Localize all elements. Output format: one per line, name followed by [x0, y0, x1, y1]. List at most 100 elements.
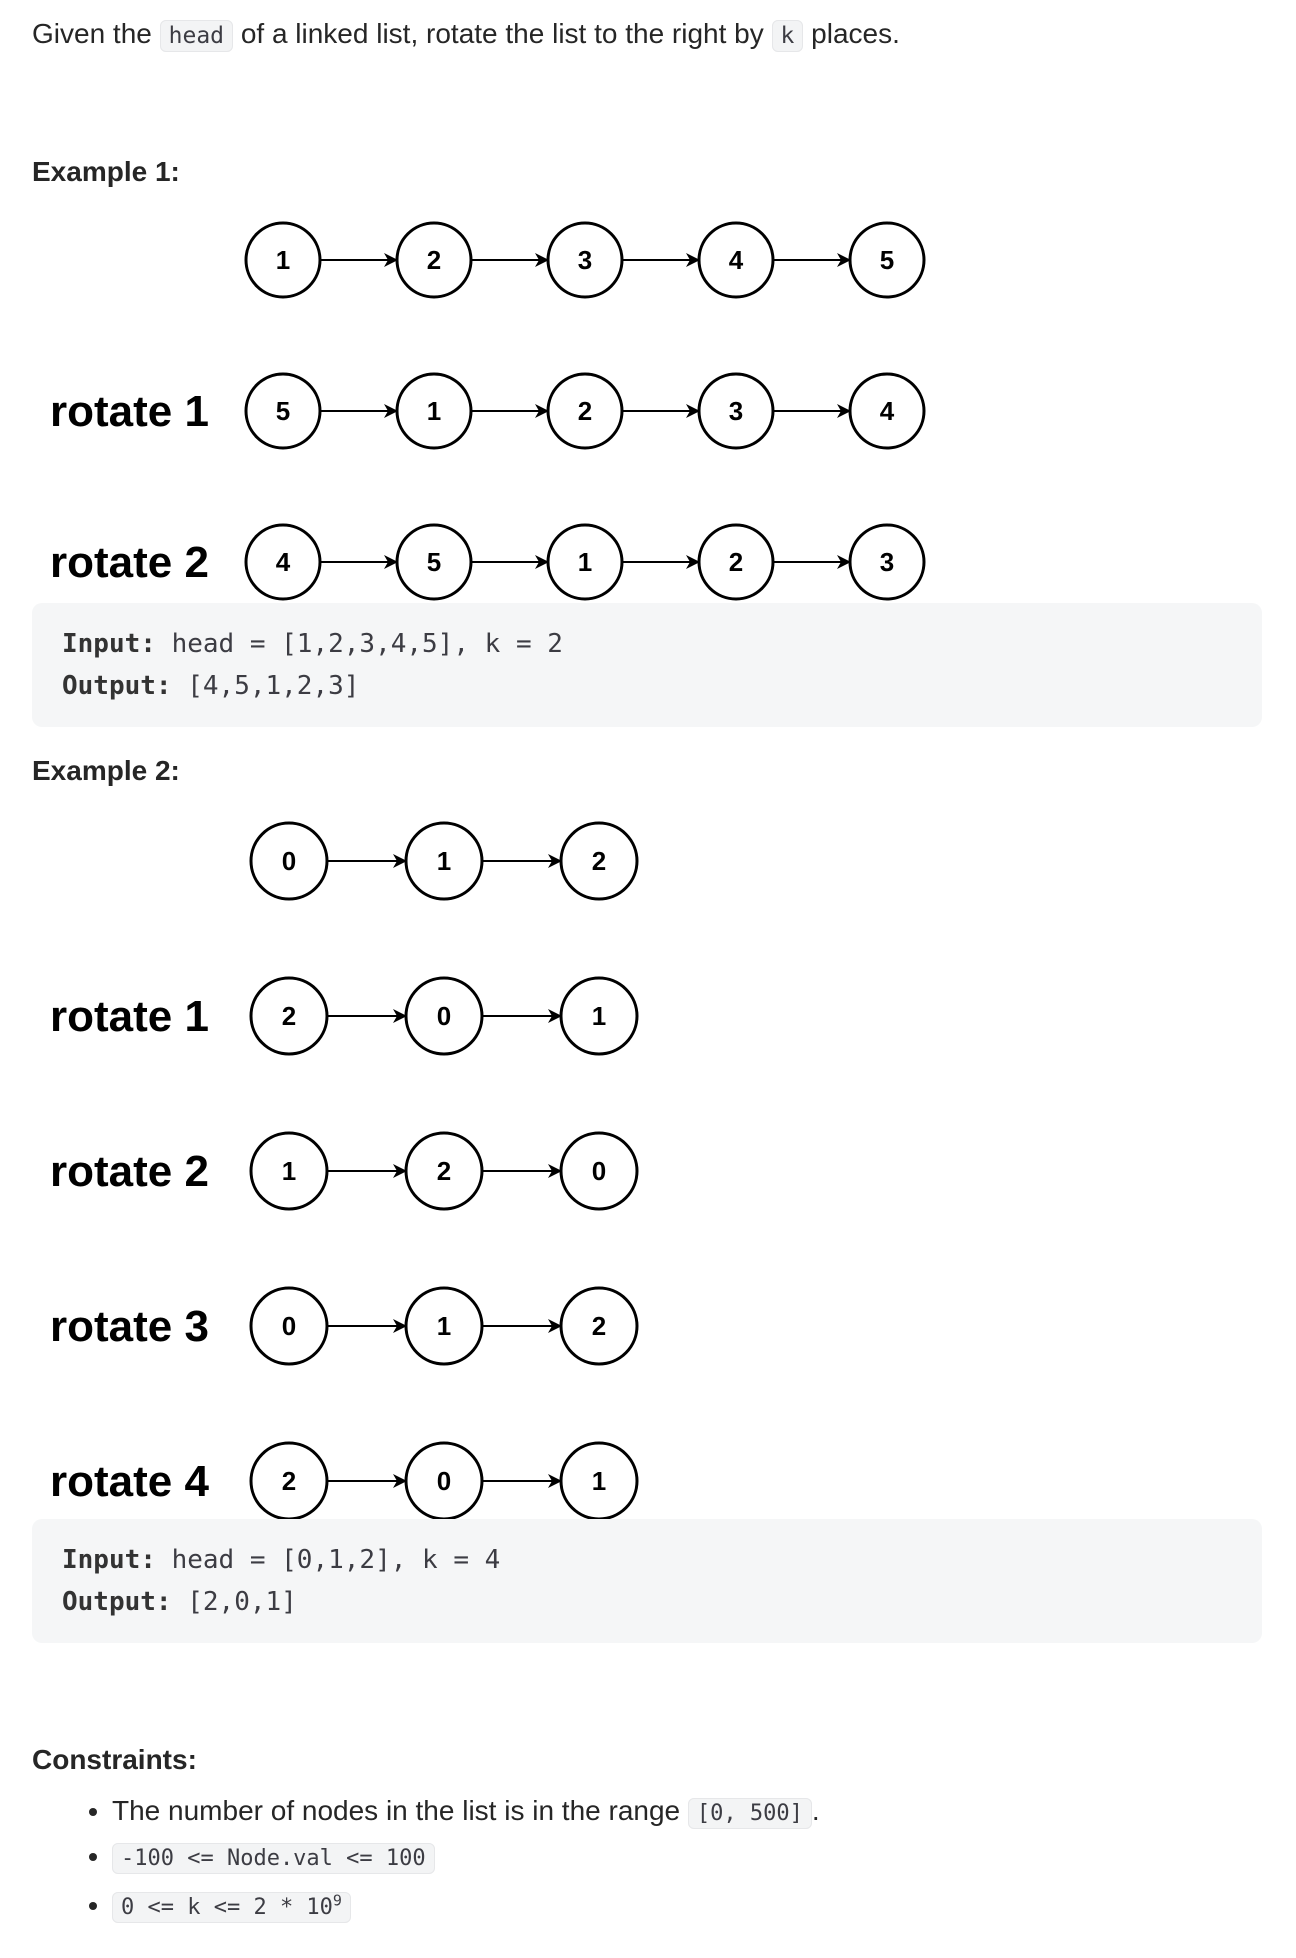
node-circle: [395, 372, 473, 450]
list-node: 1: [559, 1441, 639, 1521]
arrow-head: [535, 404, 549, 418]
list-node: 3: [697, 372, 775, 450]
arrow-head: [393, 1164, 407, 1178]
node-circle: [395, 221, 473, 299]
rotate-label: rotate 2: [50, 1147, 209, 1196]
example-2-code-block: Input: head = [0,1,2], k = 4 Output: [2,…: [32, 1519, 1262, 1643]
constraints-heading: Constraints:: [32, 1744, 197, 1775]
output-label: Output:: [62, 671, 172, 701]
node-circle: [697, 221, 775, 299]
node-value: 5: [276, 396, 290, 426]
arrow-head: [393, 1319, 407, 1333]
input-label: Input:: [62, 1545, 156, 1575]
list-node: 1: [559, 976, 639, 1056]
list-node: 2: [697, 523, 775, 601]
node-circle: [404, 1131, 484, 1211]
list-node: 2: [404, 1131, 484, 1211]
node-value: 2: [592, 846, 606, 876]
node-value: 0: [437, 1001, 451, 1031]
node-circle: [244, 372, 322, 450]
example-1-heading: Example 1:: [32, 156, 180, 187]
list-node: 2: [249, 976, 329, 1056]
list-node: 1: [404, 821, 484, 901]
node-value: 3: [729, 396, 743, 426]
node-value: 4: [729, 245, 744, 275]
node-value: 1: [592, 1001, 606, 1031]
constraint-code-base: 0 <= k <= 2 * 10: [121, 1895, 333, 1921]
node-circle: [848, 221, 926, 299]
node-circle: [697, 523, 775, 601]
node-circle: [404, 976, 484, 1056]
output-label: Output:: [62, 1587, 172, 1617]
node-value: 1: [578, 547, 592, 577]
node-circle: [848, 523, 926, 601]
inline-code-k: k: [771, 20, 804, 52]
list-node: 1: [395, 372, 473, 450]
rotate-label: rotate 4: [50, 1457, 209, 1506]
arrow-head: [548, 1474, 562, 1488]
list-node: 1: [546, 523, 624, 601]
node-value: 0: [437, 1466, 451, 1496]
node-circle: [559, 1286, 639, 1366]
node-value: 3: [880, 547, 894, 577]
example-1-row: rotate 1 5 1 2 3 4: [50, 372, 926, 450]
input-value: head = [0,1,2], k = 4: [155, 1545, 501, 1575]
arrow-head: [548, 1009, 562, 1023]
node-value: 2: [437, 1156, 451, 1186]
constraint-item: 0 <= k <= 2 * 109: [112, 1880, 820, 1929]
arrow-head: [686, 404, 700, 418]
input-label: Input:: [62, 629, 156, 659]
list-node: 1: [249, 1131, 329, 1211]
node-value: 1: [437, 1311, 451, 1341]
arrow-head: [384, 555, 398, 569]
list-node: 5: [395, 523, 473, 601]
inline-code: 0 <= k <= 2 * 109: [112, 1892, 351, 1924]
input-value: head = [1,2,3,4,5], k = 2: [155, 629, 563, 659]
node-value: 2: [578, 396, 592, 426]
list-node: 2: [546, 372, 624, 450]
rotate-label: rotate 3: [50, 1302, 209, 1351]
node-circle: [404, 1286, 484, 1366]
rotate-label: rotate 1: [50, 992, 209, 1041]
node-value: 3: [578, 245, 592, 275]
node-circle: [244, 221, 322, 299]
list-node: 4: [244, 523, 322, 601]
arrow-head: [535, 555, 549, 569]
node-value: 2: [592, 1311, 606, 1341]
node-circle: [546, 372, 624, 450]
example-2-row: rotate 2 1 2 0: [50, 1131, 639, 1211]
arrow-head: [548, 1164, 562, 1178]
arrow-head: [837, 404, 851, 418]
arrow-head: [686, 253, 700, 267]
node-value: 5: [427, 547, 441, 577]
node-value: 2: [427, 245, 441, 275]
arrow-head: [393, 1474, 407, 1488]
example-2-heading: Example 2:: [32, 755, 180, 786]
node-value: 1: [592, 1466, 606, 1496]
constraint-item: -100 <= Node.val <= 100: [112, 1835, 820, 1880]
list-node: 1: [244, 221, 322, 299]
node-circle: [404, 821, 484, 901]
list-node: 0: [559, 1131, 639, 1211]
node-value: 2: [729, 547, 743, 577]
arrow-head: [686, 555, 700, 569]
arrow-head: [393, 854, 407, 868]
arrow-head: [535, 253, 549, 267]
node-circle: [546, 221, 624, 299]
rotate-label: rotate 1: [50, 387, 209, 436]
intro-text-1: Given the: [32, 18, 152, 49]
node-value: 1: [276, 245, 290, 275]
node-value: 5: [880, 245, 894, 275]
node-circle: [249, 976, 329, 1056]
list-node: 4: [848, 372, 926, 450]
list-node: 0: [404, 1441, 484, 1521]
arrow-head: [393, 1009, 407, 1023]
node-value: 0: [282, 1311, 296, 1341]
constraint-period: .: [811, 1795, 820, 1826]
arrow-head: [548, 1319, 562, 1333]
problem-statement: Given the head of a linked list, rotate …: [32, 14, 900, 56]
arrow-head: [837, 555, 851, 569]
